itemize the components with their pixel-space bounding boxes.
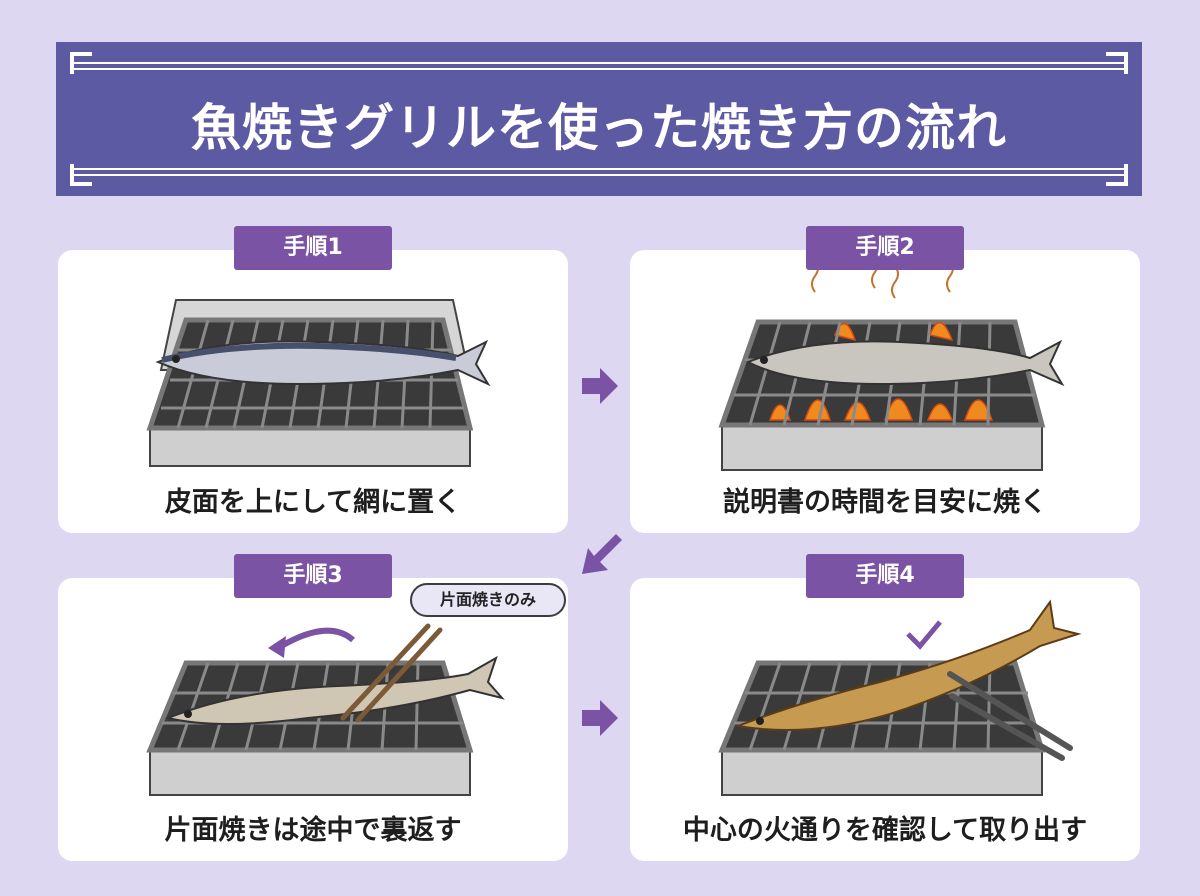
step-2-label: 手順2: [806, 226, 964, 270]
title-banner: 魚焼きグリルを使った焼き方の流れ: [56, 42, 1142, 196]
arrow-right-icon: [582, 700, 618, 736]
corner-bracket: [1106, 52, 1128, 74]
grill-done-illustration: [718, 599, 1082, 796]
step-4-label: 手順4: [806, 554, 964, 598]
step-card-4: 中心の火通りを確認して取り出す: [630, 578, 1140, 861]
step-1-label: 手順1: [234, 226, 392, 270]
step-4-caption: 中心の火通りを確認して取り出す: [682, 815, 1088, 846]
grill-fish-illustration: [146, 299, 491, 467]
grill-flame-illustration: [718, 255, 1065, 471]
step-1-caption: 皮面を上にして網に置く: [164, 487, 462, 518]
step-2-caption: 説明書の時間を目安に焼く: [723, 487, 1047, 518]
grill-flip-illustration: [146, 623, 505, 796]
corner-bracket: [70, 52, 92, 74]
corner-bracket: [1106, 164, 1128, 186]
corner-bracket: [70, 164, 92, 186]
step-card-2: 説明書の時間を目安に焼く: [630, 250, 1140, 533]
step-3-caption: 片面焼きは途中で裏返す: [164, 815, 462, 846]
banner-rule: [72, 168, 1126, 170]
banner-rule: [72, 62, 1126, 64]
step-card-1: 皮面を上にして網に置く: [58, 250, 568, 533]
banner-rule: [72, 174, 1126, 176]
arrow-right-icon: [582, 368, 618, 404]
step-3-label: 手順3: [234, 554, 392, 598]
page-title: 魚焼きグリルを使った焼き方の流れ: [191, 99, 1007, 157]
step-card-3: 片面焼きは途中で裏返す: [58, 578, 568, 861]
arrow-down-left-icon: [582, 534, 622, 574]
note-bubble: 片面焼きのみ: [410, 583, 566, 617]
banner-rule: [72, 68, 1126, 70]
